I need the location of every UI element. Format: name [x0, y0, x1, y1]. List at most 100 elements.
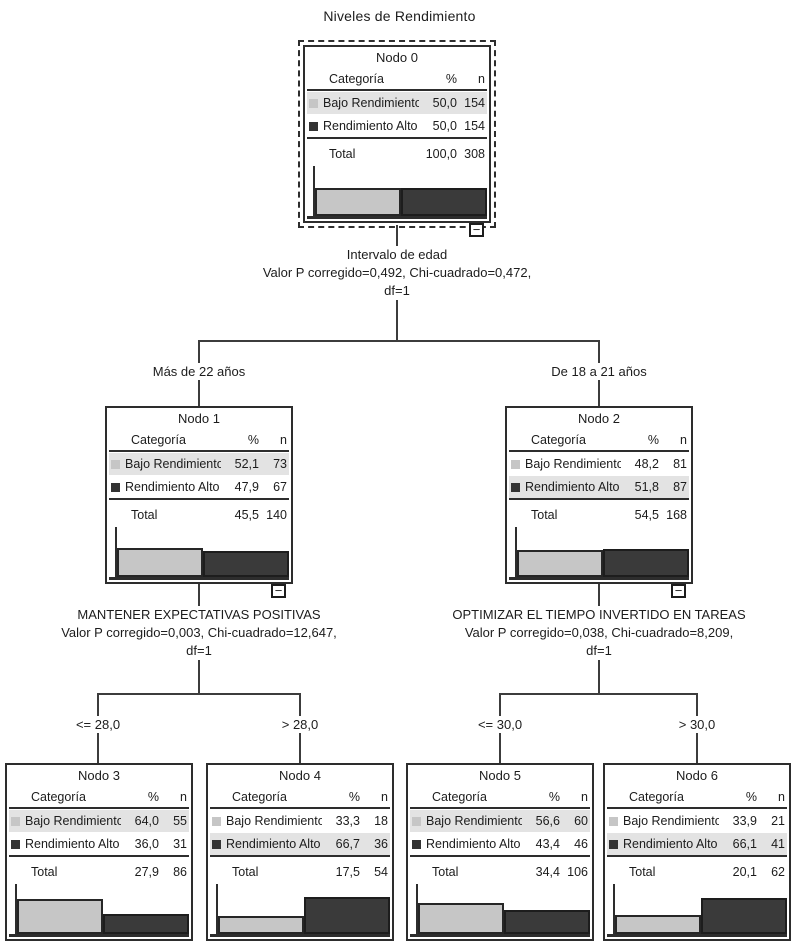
- total-percent: 27,9: [134, 865, 159, 879]
- category-percent: 56,6: [535, 814, 560, 828]
- rendimiento-alto-bar: [504, 910, 590, 934]
- total-percent: 45,5: [234, 508, 259, 522]
- category-label: Rendimiento Alto: [125, 480, 220, 494]
- category-label: Rendimiento Alto: [426, 837, 521, 851]
- chart-baseline: [410, 934, 590, 937]
- column-header-percent: %: [348, 790, 360, 804]
- chart-y-axis: [216, 884, 218, 934]
- tree-node[interactable]: Nodo 3 Categoría % n Bajo Rendimiento 64…: [5, 763, 193, 941]
- split-info-tiempo: OPTIMIZAR EL TIEMPO INVERTIDO EN TAREAS …: [404, 606, 794, 660]
- category-percent: 50,0: [432, 96, 457, 110]
- collapse-button[interactable]: −: [469, 223, 484, 237]
- category-count: 67: [273, 480, 287, 494]
- category-label: Bajo Rendimiento: [525, 457, 621, 471]
- rendimiento-alto-swatch-icon: [511, 482, 520, 492]
- category-percent: 64,0: [134, 814, 159, 828]
- column-header-percent: %: [445, 72, 457, 86]
- category-percent: 51,8: [634, 480, 659, 494]
- category-row-rendimiento-alto: Rendimiento Alto 66,7 36: [210, 833, 390, 857]
- tree-node[interactable]: Nodo 6 Categoría % n Bajo Rendimiento 33…: [603, 763, 791, 941]
- tree-node[interactable]: Nodo 5 Categoría % n Bajo Rendimiento 56…: [406, 763, 594, 941]
- total-percent: 100,0: [425, 147, 457, 161]
- tree-node[interactable]: Nodo 4 Categoría % n Bajo Rendimiento 33…: [206, 763, 394, 941]
- tree-node[interactable]: Nodo 0 Categoría % n Bajo Rendimiento 50…: [298, 40, 496, 237]
- category-label: Rendimiento Alto: [226, 837, 321, 851]
- bajo-rendimiento-swatch-icon: [309, 98, 318, 108]
- category-row-rendimiento-alto: Rendimiento Alto 47,9 67: [109, 476, 289, 500]
- column-header-percent: %: [745, 790, 757, 804]
- node-4-slot: Nodo 4 Categoría % n Bajo Rendimiento 33…: [206, 763, 394, 941]
- total-label: Total: [31, 865, 58, 879]
- split-info-age: Intervalo de edad Valor P corregido=0,49…: [197, 246, 597, 300]
- category-percent: 50,0: [432, 119, 457, 133]
- node-3-slot: Nodo 3 Categoría % n Bajo Rendimiento 64…: [5, 763, 193, 941]
- total-label: Total: [432, 865, 459, 879]
- branch-label-le-30: <= 30,0: [471, 716, 529, 733]
- category-row-rendimiento-alto: Rendimiento Alto 50,0 154: [307, 115, 487, 139]
- chart-y-axis: [515, 527, 517, 577]
- column-header-categoria: Categoría: [432, 790, 487, 804]
- branch-label-18-21: De 18 a 21 años: [545, 363, 653, 380]
- split-variable: MANTENER EXPECTATIVAS POSITIVAS: [77, 607, 321, 622]
- tree-title: Niveles de Rendimiento: [323, 8, 476, 24]
- category-row-bajo-rendimiento: Bajo Rendimiento 52,1 73: [109, 453, 289, 475]
- category-label: Bajo Rendimiento: [125, 457, 221, 471]
- rendimiento-alto-swatch-icon: [309, 121, 318, 131]
- node-bar-chart: [9, 877, 189, 937]
- rendimiento-alto-swatch-icon: [412, 839, 421, 849]
- total-count: 106: [567, 865, 588, 879]
- rendimiento-alto-swatch-icon: [212, 839, 221, 849]
- column-header-categoria: Categoría: [531, 433, 586, 447]
- column-header-n: n: [381, 790, 388, 804]
- node-title: Nodo 5: [479, 768, 521, 783]
- category-count: 55: [173, 814, 187, 828]
- column-header-percent: %: [247, 433, 259, 447]
- category-count: 46: [574, 837, 588, 851]
- rendimiento-alto-bar: [603, 549, 689, 577]
- bajo-rendimiento-bar: [517, 550, 603, 577]
- node-0-slot: Nodo 0 Categoría % n Bajo Rendimiento 50…: [298, 40, 496, 237]
- total-count: 308: [464, 147, 485, 161]
- rendimiento-alto-bar: [203, 551, 289, 577]
- total-label: Total: [531, 508, 558, 522]
- node-title: Nodo 0: [376, 50, 418, 65]
- column-header-n: n: [778, 790, 785, 804]
- tree-node[interactable]: Nodo 1 Categoría % n Bajo Rendimiento 52…: [105, 406, 293, 598]
- bajo-rendimiento-swatch-icon: [11, 816, 20, 826]
- node-bar-chart: [607, 877, 787, 937]
- total-count: 168: [666, 508, 687, 522]
- split-df: df=1: [586, 643, 612, 658]
- bajo-rendimiento-bar: [315, 188, 401, 216]
- rendimiento-alto-bar: [304, 897, 390, 934]
- chart-y-axis: [313, 166, 315, 216]
- chart-baseline: [210, 934, 390, 937]
- column-header-percent: %: [147, 790, 159, 804]
- category-row-rendimiento-alto: Rendimiento Alto 36,0 31: [9, 833, 189, 857]
- category-label: Bajo Rendimiento: [426, 814, 522, 828]
- bajo-rendimiento-swatch-icon: [212, 816, 221, 826]
- total-row: Total 45,5 140: [109, 503, 289, 527]
- collapse-button[interactable]: −: [271, 584, 286, 598]
- collapse-button[interactable]: −: [671, 584, 686, 598]
- column-header-categoria: Categoría: [131, 433, 186, 447]
- column-header-categoria: Categoría: [329, 72, 384, 86]
- split-stats: Valor P corregido=0,492, Chi-cuadrado=0,…: [262, 265, 532, 280]
- category-count: 81: [673, 457, 687, 471]
- column-header-n: n: [680, 433, 687, 447]
- node-2-slot: Nodo 2 Categoría % n Bajo Rendimiento 48…: [505, 406, 693, 598]
- total-label: Total: [232, 865, 259, 879]
- node-title: Nodo 2: [578, 411, 620, 426]
- column-header-categoria: Categoría: [232, 790, 287, 804]
- chart-baseline: [509, 577, 689, 580]
- table-header-row: Categoría % n: [109, 430, 289, 452]
- bajo-rendimiento-bar: [218, 916, 304, 934]
- column-header-n: n: [280, 433, 287, 447]
- table-header-row: Categoría % n: [210, 787, 390, 809]
- tree-node[interactable]: Nodo 2 Categoría % n Bajo Rendimiento 48…: [505, 406, 693, 598]
- total-label: Total: [629, 865, 656, 879]
- category-row-bajo-rendimiento: Bajo Rendimiento 48,2 81: [509, 453, 689, 475]
- category-label: Rendimiento Alto: [525, 480, 620, 494]
- category-count: 21: [771, 814, 785, 828]
- category-count: 41: [771, 837, 785, 851]
- node-bar-chart: [109, 520, 289, 580]
